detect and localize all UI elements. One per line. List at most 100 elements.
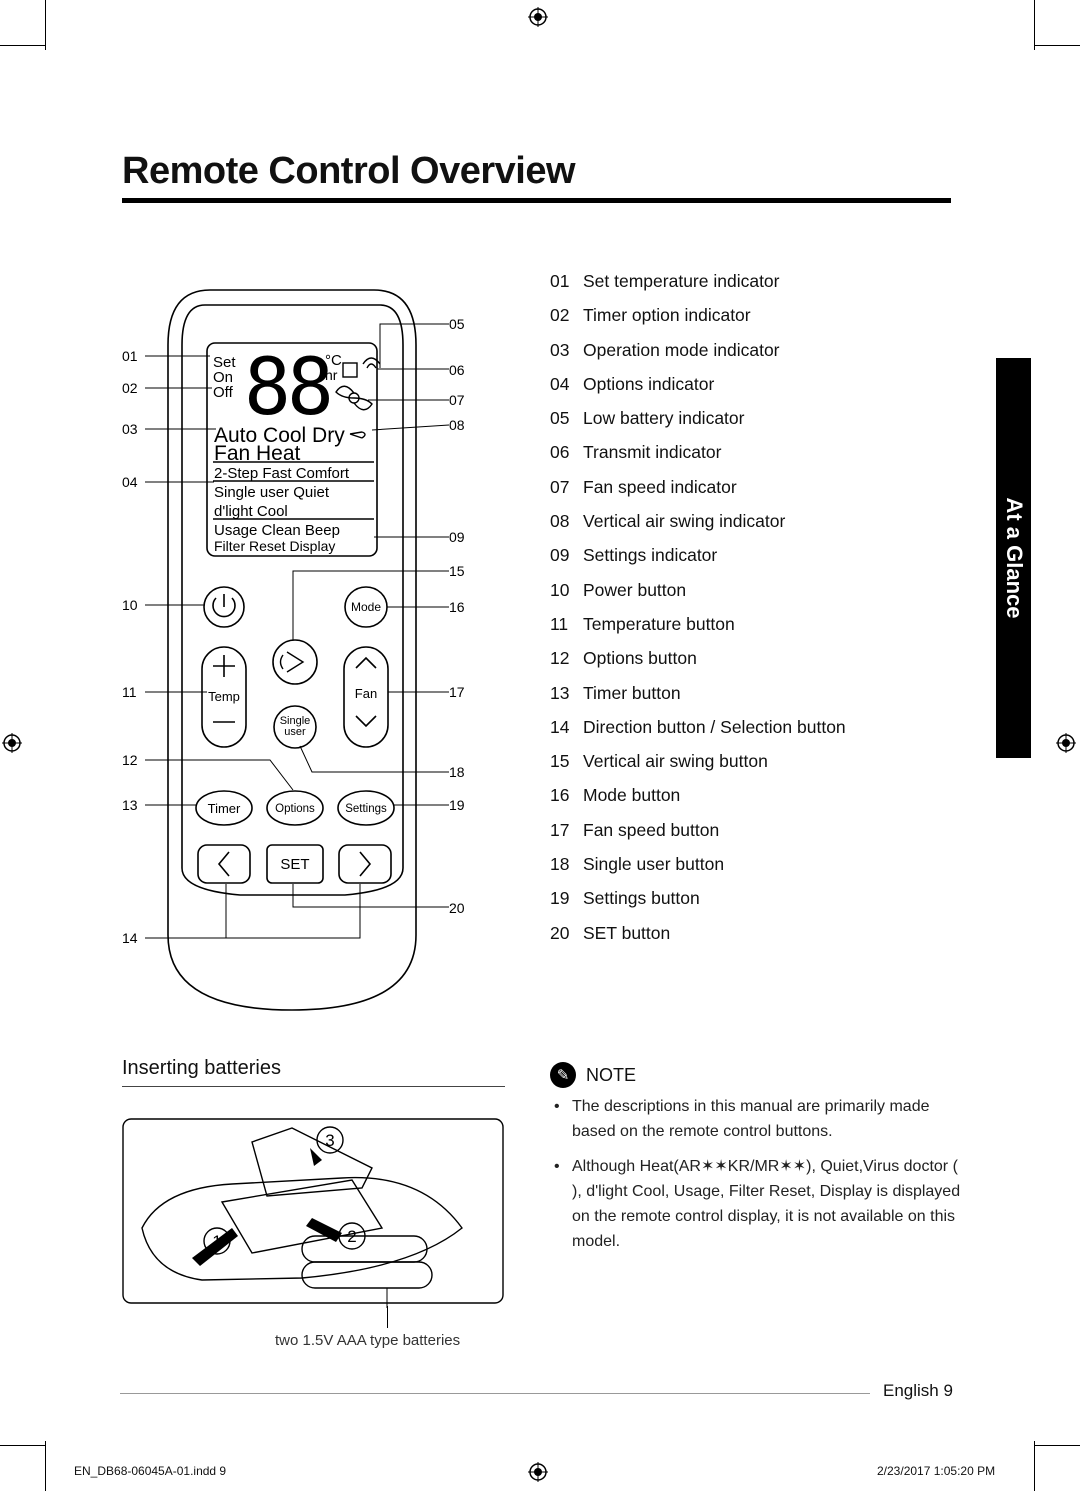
battery-cover <box>251 1127 373 1197</box>
step-1-label: 1 <box>212 1232 221 1251</box>
fan-button: Fan <box>355 686 377 701</box>
callout-04: 04 <box>122 474 138 490</box>
note-icon: ✎ <box>550 1062 576 1088</box>
lcd-set-text: Set <box>213 354 236 371</box>
legend-number: 17 <box>550 819 570 840</box>
lcd-settings-row1: Usage Clean Beep <box>214 522 340 539</box>
legend-number: 14 <box>550 716 570 737</box>
fan-rocker-shape <box>343 646 389 748</box>
mode-button: Mode <box>351 600 381 614</box>
crop-mark <box>1035 1445 1080 1446</box>
legend-item: 18 Single user button <box>550 853 970 887</box>
legend-number: 07 <box>550 476 570 497</box>
legend-label: Single user button <box>583 854 725 875</box>
batteries-section-title: Inserting batteries <box>122 1057 281 1079</box>
set-button: SET <box>280 856 309 873</box>
lcd-on-text: On <box>213 369 233 386</box>
legend-number: 05 <box>550 408 570 429</box>
temp-rocker-shape <box>201 646 247 748</box>
legend-label: Options indicator <box>583 373 715 394</box>
single-user-label-2: user <box>284 726 306 738</box>
note-list: The descriptions in this manual are prim… <box>554 1094 964 1264</box>
remote-control-diagram: Set On Off 88 °C hr Auto Cool Dry Fan He… <box>122 289 465 1011</box>
legend-number: 20 <box>550 922 570 943</box>
lcd-frame <box>206 342 378 557</box>
step-2-label: 2 <box>347 1227 356 1246</box>
lcd-off-text: Off <box>213 384 234 401</box>
callout-01: 01 <box>122 348 138 364</box>
page-title: Remote Control Overview <box>122 150 576 192</box>
lcd-swing-icon <box>349 431 366 439</box>
registration-mark-icon <box>1056 733 1076 753</box>
swing-button-shape <box>272 639 318 685</box>
lcd-hr-text: hr <box>325 367 338 383</box>
footer-language: English <box>883 1381 939 1400</box>
callout-10: 10 <box>122 597 138 613</box>
arrow-icon <box>192 1228 238 1266</box>
lcd-options-row1: 2-Step Fast Comfort <box>214 465 350 482</box>
legend-item: 13 Timer button <box>550 682 970 716</box>
page-number: 9 <box>943 1381 953 1400</box>
settings-button: Settings <box>345 803 387 815</box>
callout-13: 13 <box>122 797 138 813</box>
crop-mark <box>45 0 46 50</box>
lcd-options-row2: Single user Quiet <box>214 484 330 501</box>
options-button: Options <box>275 803 315 815</box>
callout-14: 14 <box>122 930 138 946</box>
legend-number: 06 <box>550 442 570 463</box>
legend-number: 11 <box>550 613 569 634</box>
remote-inner-outline <box>181 304 404 896</box>
note-heading: ✎ NOTE <box>550 1062 636 1088</box>
timer-button-shape <box>195 790 253 826</box>
legend-item: 04 Options indicator <box>550 373 970 407</box>
right-button-shape <box>338 844 392 884</box>
crop-mark <box>1034 0 1035 50</box>
note-item: Although Heat(AR✶✶KR/MR✶✶), Quiet,Virus … <box>554 1154 964 1254</box>
legend-number: 08 <box>550 511 570 532</box>
registration-mark-icon <box>2 733 22 753</box>
legend-number: 02 <box>550 305 570 326</box>
legend-number: 19 <box>550 888 570 909</box>
legend-number: 04 <box>550 373 570 394</box>
step-3-circle <box>316 1126 344 1154</box>
legend-number: 15 <box>550 751 570 772</box>
caption-leader <box>387 1306 388 1328</box>
lcd-degree-text: °C <box>325 352 342 369</box>
crop-mark <box>1034 1441 1035 1491</box>
crop-mark <box>45 1441 46 1491</box>
registration-mark-icon <box>528 7 548 27</box>
legend-number: 03 <box>550 339 570 360</box>
legend-number: 18 <box>550 854 570 875</box>
lcd-transmit-icon <box>362 357 381 369</box>
callout-02: 02 <box>122 380 138 396</box>
legend-label: Operation mode indicator <box>583 339 780 360</box>
legend-label: Options button <box>583 648 697 669</box>
callout-09: 09 <box>449 529 465 545</box>
callout-15: 15 <box>449 563 465 579</box>
callout-17: 17 <box>449 684 465 700</box>
section-rule <box>122 1086 505 1087</box>
battery-caption: two 1.5V AAA type batteries <box>275 1332 461 1349</box>
callout-12: 12 <box>122 752 138 768</box>
callout-08: 08 <box>449 417 465 433</box>
lcd-modes-row2: Fan Heat <box>214 442 301 465</box>
legend-number: 13 <box>550 682 570 703</box>
callout-07: 07 <box>449 392 465 408</box>
registration-mark-icon <box>528 1462 548 1482</box>
legend-label: SET button <box>583 922 671 943</box>
crop-mark <box>1035 45 1080 46</box>
legend-label: Timer button <box>583 682 681 703</box>
callout-16: 16 <box>449 599 465 615</box>
step-3-label: 3 <box>325 1131 334 1150</box>
crop-mark <box>0 45 45 46</box>
legend-label: Transmit indicator <box>583 442 722 463</box>
options-button-shape <box>266 790 324 826</box>
legend-item: 20 SET button <box>550 922 970 956</box>
